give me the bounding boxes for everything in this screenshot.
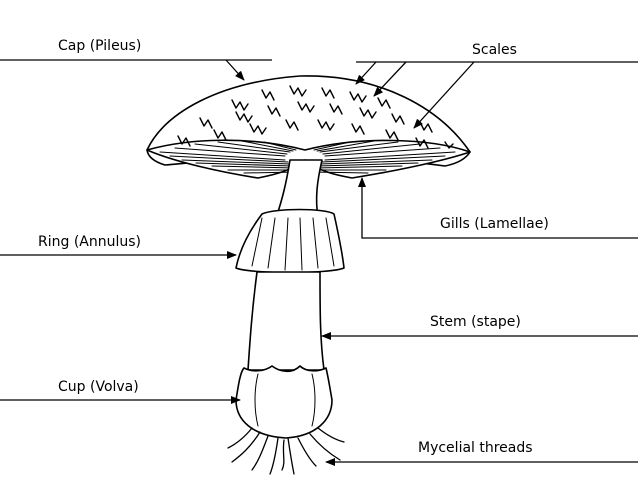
label-ring: Ring (Annulus) (38, 234, 141, 250)
label-gills: Gills (Lamellae) (440, 216, 549, 232)
label-scales: Scales (472, 42, 517, 58)
lower-stem (248, 272, 324, 370)
mushroom-illustration (147, 76, 470, 474)
label-cup: Cup (Volva) (58, 379, 139, 395)
label-stem: Stem (stape) (430, 314, 521, 330)
label-cap: Cap (Pileus) (58, 38, 141, 54)
volva-shape (236, 366, 332, 438)
scales-arrow-3 (414, 62, 474, 128)
cap-arrow (226, 60, 244, 80)
scales-arrow-1 (356, 62, 376, 84)
label-mycelial: Mycelial threads (418, 440, 533, 456)
